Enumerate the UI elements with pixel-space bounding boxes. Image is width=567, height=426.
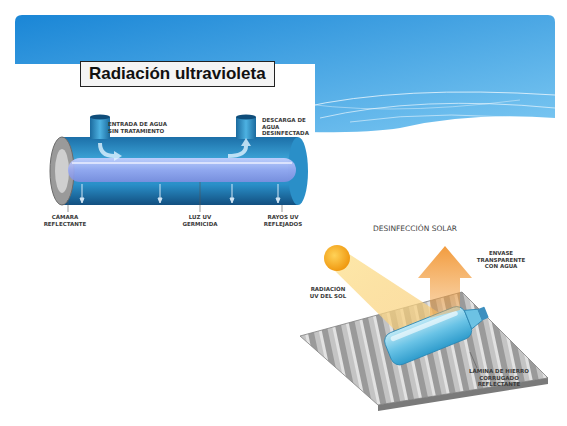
sun-label: RADIACIÓN UV DEL SOL	[306, 286, 350, 299]
outlet-label: DESCARGA DE AGUA DESINFECTADA	[262, 117, 308, 137]
uv-lamp-label: LUZ UV GERMICIDA	[175, 214, 225, 227]
inlet-label: ENTRADA DE AGUA SIN TRATAMIENTO	[108, 121, 170, 134]
chamber-label: CÁMARA REFLECTANTE	[40, 214, 90, 227]
slide-title: Radiación ultravioleta	[80, 61, 275, 87]
rays-label: RAYOS UV REFLEJADOS	[258, 214, 308, 227]
bottle-label: ENVASE TRANSPARENTE CON AGUA	[472, 250, 530, 270]
section-heading: DESINFECCIÓN SOLAR	[370, 224, 460, 233]
sheet-label: LÁMINA DE HIERRO CORRUGADO REFLECTANTE	[462, 368, 536, 388]
